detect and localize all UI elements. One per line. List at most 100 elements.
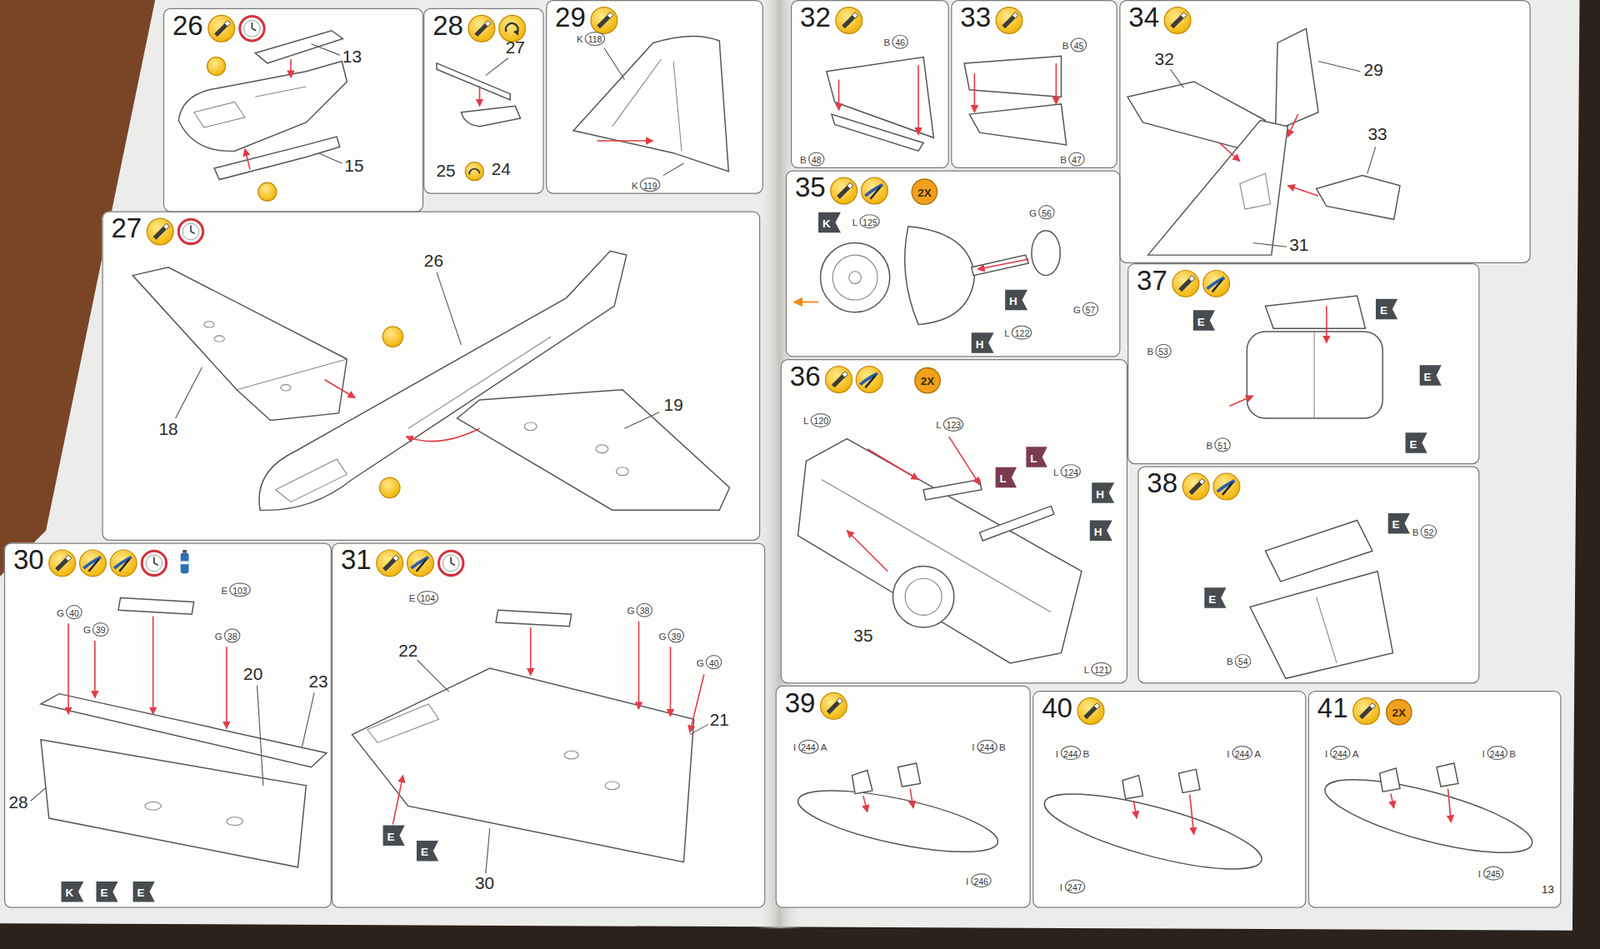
part-ref: I247 [1060, 880, 1085, 895]
part-drawing [460, 105, 520, 126]
flag-letter: L [1030, 451, 1037, 465]
part-drawing [624, 412, 660, 430]
part-drawing [690, 724, 709, 735]
part-drawing [910, 789, 914, 809]
step-icon [251, 22, 256, 31]
part-drawing [794, 300, 819, 303]
step-number: 31 [340, 546, 372, 575]
step-icon [1189, 275, 1195, 282]
part-drawing [310, 44, 340, 55]
part-ref: G39 [83, 622, 109, 637]
part-number: 118 [585, 31, 605, 46]
part-drawing [485, 58, 509, 76]
panel-ground [950, 0, 1118, 169]
part-variant: A [820, 741, 828, 753]
step-number: 37 [1136, 267, 1168, 295]
part-drawing [1325, 305, 1328, 343]
step-panel: 31E104G38G39G40EE [331, 542, 765, 908]
sprue-letter: B [1226, 655, 1234, 667]
part-number: 56 [1038, 205, 1055, 220]
part-drawing [969, 104, 1066, 145]
step-icon [1164, 7, 1191, 35]
step-panel: 34 [1119, 0, 1530, 264]
part-drawing [690, 674, 705, 733]
part-drawing [436, 63, 510, 100]
sprue-letter: I [793, 741, 796, 753]
part-drawing [851, 770, 872, 794]
step-icon [178, 219, 203, 244]
part-number: 47 [1069, 151, 1085, 166]
step-icon [836, 698, 843, 705]
part-drawing [324, 380, 355, 399]
step-icon [1170, 15, 1184, 29]
step-icon [1203, 270, 1230, 297]
step-icon [1212, 280, 1223, 293]
step-icon [1213, 473, 1240, 500]
flag-shape [1090, 520, 1113, 540]
step-number: 34 [1128, 4, 1160, 32]
panel-ground [1127, 263, 1480, 465]
step-icon [55, 558, 69, 572]
part-number: 244 [1231, 745, 1253, 760]
part-drawing [318, 153, 342, 164]
sprue-letter: B [800, 153, 807, 165]
part-drawing [892, 566, 954, 628]
part-ref: B52 [1412, 524, 1437, 539]
part-drawing [1390, 794, 1395, 809]
part-drawing [1380, 768, 1400, 792]
step-number: 33 [960, 4, 991, 32]
step-panel: 37B53EEEEB51 [1127, 263, 1480, 465]
step-icon [244, 20, 261, 37]
step-icon [190, 225, 195, 235]
decal-flag: E [383, 825, 405, 846]
part-ref: K119 [631, 177, 660, 192]
part-number: 46 [892, 35, 909, 50]
step-icon [1012, 12, 1019, 19]
part-number: 39 [92, 622, 109, 637]
step-icon [1094, 703, 1100, 710]
step-icon [163, 223, 170, 230]
part-number: 38 [224, 628, 240, 643]
part-number: 120 [810, 413, 832, 428]
quantity-text: 2X [920, 374, 935, 387]
panel-ground [4, 542, 332, 908]
step-icon [1077, 698, 1105, 725]
flag-shape [1420, 365, 1442, 385]
part-number: 245 [1482, 866, 1504, 881]
part-ref: B51 [1205, 437, 1230, 452]
decal-flag: E [1388, 513, 1410, 534]
step-panel: 38EB52EB54 [1137, 466, 1480, 685]
part-drawing [1436, 763, 1459, 787]
step-icon [1189, 481, 1203, 495]
part-number: 244 [976, 740, 998, 755]
flag-letter: H [975, 337, 985, 350]
sprue-letter: B [1146, 345, 1154, 356]
step-icon [80, 550, 107, 577]
part-drawing [207, 57, 226, 76]
flag-letter: E [1392, 518, 1400, 531]
step-panel: 32B46B48 [790, 0, 950, 169]
step-number: 26 [172, 12, 204, 40]
part-drawing [793, 778, 1003, 865]
part-ref: B53 [1146, 344, 1171, 359]
step-icon [826, 700, 840, 715]
step-icon [468, 15, 495, 42]
step-icon [855, 366, 883, 394]
step-number: 39 [785, 690, 816, 718]
part-number: 39 [668, 628, 685, 643]
flag-shape [416, 840, 439, 861]
part-variant: B [1082, 747, 1090, 759]
step-icon [49, 550, 76, 577]
part-drawing [1122, 775, 1143, 800]
part-ref: I244A [793, 740, 828, 755]
callout-number: 23 [308, 673, 328, 691]
part-variant: A [1352, 747, 1360, 759]
step-icon [240, 16, 265, 41]
flag-shape [1388, 513, 1410, 534]
step-icon [180, 553, 190, 574]
part-drawing [971, 255, 1030, 275]
sprue-letter: I [1478, 867, 1481, 879]
badge-shape [911, 179, 937, 205]
